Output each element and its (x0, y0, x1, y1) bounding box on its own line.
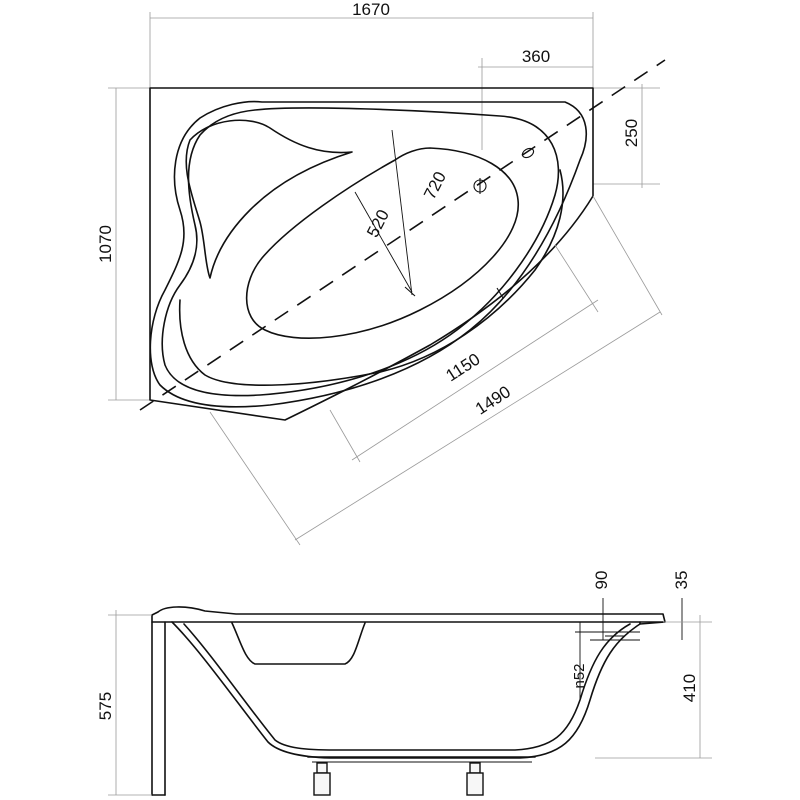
tub-foot-right (466, 762, 484, 796)
side-view: 575 90 35 n52 410 (96, 571, 712, 796)
dimension-rim-drop: 90 (592, 571, 611, 640)
outer-rim-outline (149, 87, 594, 421)
backrest-contour (185, 119, 353, 279)
dimension-depth: 410 (595, 615, 712, 759)
inner-rim-contour (149, 100, 587, 408)
tub-inner-shell (183, 623, 631, 751)
overflow-height-label: n52 (571, 663, 588, 688)
drain-symbol (473, 178, 487, 194)
dimension-overall-depth: 1070 (96, 87, 150, 401)
bath-inner-edge (161, 107, 560, 397)
dimension-overflow-height: n52 (571, 622, 588, 700)
inner-length-label: 1150 (442, 349, 483, 385)
overflow-marks (575, 631, 640, 641)
seat-groove (178, 169, 564, 386)
dimension-outer-length: 1490 (209, 195, 663, 546)
dimension-inner-length: 1150 (329, 244, 599, 463)
overall-width-label: 1670 (352, 0, 390, 19)
inner-edge-tick (496, 287, 504, 299)
tub-shell (171, 621, 641, 759)
inner-edge-tick (404, 286, 416, 297)
corner-offset-label: 360 (522, 47, 550, 66)
dimension-corner-offset: 360 (478, 47, 593, 150)
basin-length-label: 720 (420, 169, 450, 203)
dimension-rim-thickness: 35 (672, 571, 691, 640)
top-view: 1670 360 1070 250 (96, 0, 666, 546)
overall-depth-label: 1070 (96, 225, 115, 263)
dimension-basin-width: 520 (354, 191, 413, 293)
centre-axis-line (139, 59, 666, 411)
dimension-overall-width: 1670 (149, 0, 594, 88)
dimension-side-offset: 250 (593, 84, 660, 188)
outer-length-label: 1490 (472, 382, 514, 419)
overflow-hole (521, 147, 535, 159)
dimension-basin-length: 720 (391, 129, 450, 296)
basin-contour (245, 147, 519, 339)
tub-foot-left (313, 762, 331, 796)
rim-thickness-label: 35 (672, 571, 691, 590)
rim-drop-label: 90 (592, 571, 611, 590)
side-offset-label: 250 (622, 119, 641, 147)
tub-seat (231, 622, 366, 665)
front-panel-post (151, 614, 166, 796)
basin-width-label: 520 (363, 207, 393, 241)
rim-plate (151, 606, 666, 625)
total-height-label: 575 (96, 692, 115, 720)
dimension-total-height: 575 (96, 610, 152, 796)
depth-label: 410 (680, 674, 699, 702)
